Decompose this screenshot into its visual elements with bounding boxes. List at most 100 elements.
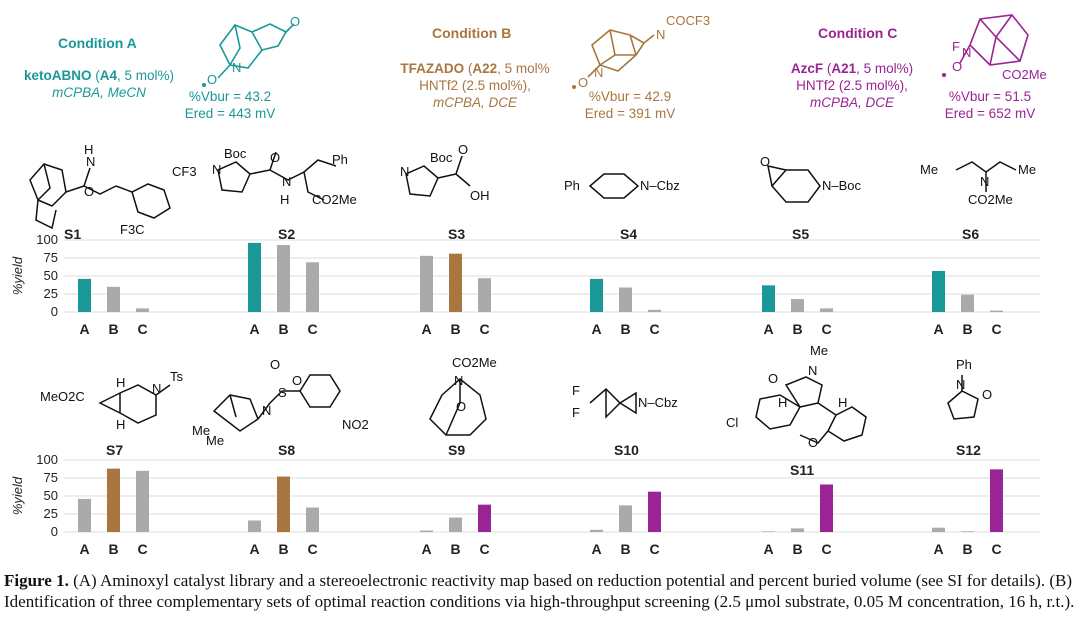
- svg-text:O: O: [270, 357, 280, 372]
- bar-s8-c: [306, 507, 319, 532]
- svg-text:Ph: Ph: [956, 357, 972, 372]
- condition-a-title: Condition A: [58, 35, 137, 51]
- svg-text:N: N: [400, 164, 409, 179]
- svg-text:F: F: [572, 383, 580, 398]
- svg-text:Me: Me: [810, 343, 828, 358]
- caption-label: Figure 1.: [4, 571, 69, 590]
- bar-s11-a: [762, 531, 775, 532]
- x-category-label: A: [249, 541, 259, 557]
- bar-s8-b: [277, 476, 290, 532]
- svg-text:MeO2C: MeO2C: [40, 389, 85, 404]
- svg-text:N: N: [282, 174, 291, 189]
- bar-s7-a: [78, 498, 91, 532]
- substrate-label-s12: S12: [956, 442, 981, 458]
- x-category-label: A: [933, 321, 943, 337]
- svg-text:O: O: [982, 387, 992, 402]
- svg-text:F: F: [572, 405, 580, 420]
- svg-text:O: O: [578, 75, 588, 90]
- x-category-label: B: [962, 541, 972, 557]
- x-category-label: B: [450, 321, 460, 337]
- bar-s1-a: [78, 278, 91, 312]
- x-category-label: A: [933, 541, 943, 557]
- bar-s9-a: [420, 530, 433, 532]
- x-category-label: A: [421, 541, 431, 557]
- catalyst-c-structure: F N O CO2Me: [942, 14, 1047, 82]
- svg-text:Me: Me: [920, 162, 938, 177]
- y-axis-label: %yield: [10, 476, 25, 515]
- top-structures: N H O CF3 F3C Boc O Ph N N H CO2Me Boc O…: [29, 142, 1036, 237]
- x-category-label: A: [763, 541, 773, 557]
- substrate-label-s8: S8: [278, 442, 296, 458]
- x-category-label: A: [591, 541, 601, 557]
- svg-text:N: N: [212, 162, 221, 177]
- bar-s10-a: [590, 529, 603, 532]
- condition-b-params: %Vbur = 42.9 Ered = 391 mV: [584, 89, 676, 121]
- svg-text:H: H: [778, 395, 787, 410]
- x-category-label: A: [79, 321, 89, 337]
- substrate-label-s3: S3: [448, 226, 466, 242]
- svg-text:Me: Me: [192, 423, 210, 438]
- substrate-label-s2: S2: [278, 226, 296, 242]
- bar-s10-c: [648, 491, 661, 532]
- x-category-label: B: [450, 541, 460, 557]
- bar-s1-c: [136, 308, 149, 312]
- svg-text:N: N: [262, 403, 271, 418]
- svg-text:O: O: [458, 142, 468, 157]
- bar-s7-b: [107, 468, 120, 532]
- condition-b-title: Condition B: [432, 25, 512, 41]
- bar-s2-c: [306, 262, 319, 312]
- x-category-label: A: [763, 321, 773, 337]
- x-category-label: C: [479, 321, 489, 337]
- x-category-label: C: [821, 321, 831, 337]
- svg-text:Ts: Ts: [170, 369, 184, 384]
- x-category-label: B: [620, 321, 630, 337]
- x-category-label: C: [137, 321, 147, 337]
- x-category-label: A: [421, 321, 431, 337]
- svg-text:O: O: [952, 59, 962, 74]
- condition-c-reagents: AzcF (A21, 5 mol%) HNTf2 (2.5 mol%), mCP…: [790, 61, 914, 110]
- y-tick-label: 50: [44, 268, 58, 283]
- svg-text:Boc: Boc: [224, 146, 247, 161]
- bar-s9-c: [478, 504, 491, 532]
- svg-text:N: N: [962, 45, 971, 60]
- y-tick-label: 100: [36, 232, 58, 247]
- substrate-label-s9: S9: [448, 442, 466, 458]
- catalyst-b-structure: N COCF3 N O: [572, 13, 710, 90]
- x-category-label: C: [649, 541, 659, 557]
- bar-s5-c: [820, 308, 833, 312]
- y-tick-label: 75: [44, 250, 58, 265]
- condition-c-title: Condition C: [818, 25, 898, 41]
- svg-text:Cl: Cl: [726, 415, 738, 430]
- x-category-label: C: [649, 321, 659, 337]
- svg-text:S: S: [278, 385, 287, 400]
- svg-text:N: N: [656, 27, 665, 42]
- bar-s12-c: [990, 469, 1003, 532]
- svg-text:O: O: [270, 150, 280, 165]
- svg-text:F: F: [952, 39, 960, 54]
- bar-s10-b: [619, 505, 632, 532]
- x-category-label: B: [792, 321, 802, 337]
- svg-text:NO2: NO2: [342, 417, 369, 432]
- x-category-label: C: [821, 541, 831, 557]
- svg-text:O: O: [808, 435, 818, 450]
- x-category-label: B: [278, 541, 288, 557]
- svg-text:CO2Me: CO2Me: [312, 192, 357, 207]
- bar-s9-b: [449, 517, 462, 532]
- x-category-label: B: [108, 541, 118, 557]
- substrate-label-s1: S1: [64, 226, 82, 242]
- svg-text:N: N: [86, 154, 95, 169]
- bar-s2-b: [277, 245, 290, 312]
- bar-s4-c: [648, 309, 661, 312]
- x-category-label: C: [991, 321, 1001, 337]
- catalyst-a-structure: N O O: [202, 14, 300, 87]
- svg-text:CO2Me: CO2Me: [968, 192, 1013, 207]
- svg-text:N–Cbz: N–Cbz: [638, 395, 678, 410]
- bar-s3-c: [478, 278, 491, 312]
- svg-text:F3C: F3C: [120, 222, 145, 237]
- svg-text:O: O: [456, 399, 466, 414]
- bar-s6-b: [961, 294, 974, 312]
- svg-text:O: O: [760, 154, 770, 169]
- x-category-label: C: [991, 541, 1001, 557]
- svg-text:N–Cbz: N–Cbz: [640, 178, 680, 193]
